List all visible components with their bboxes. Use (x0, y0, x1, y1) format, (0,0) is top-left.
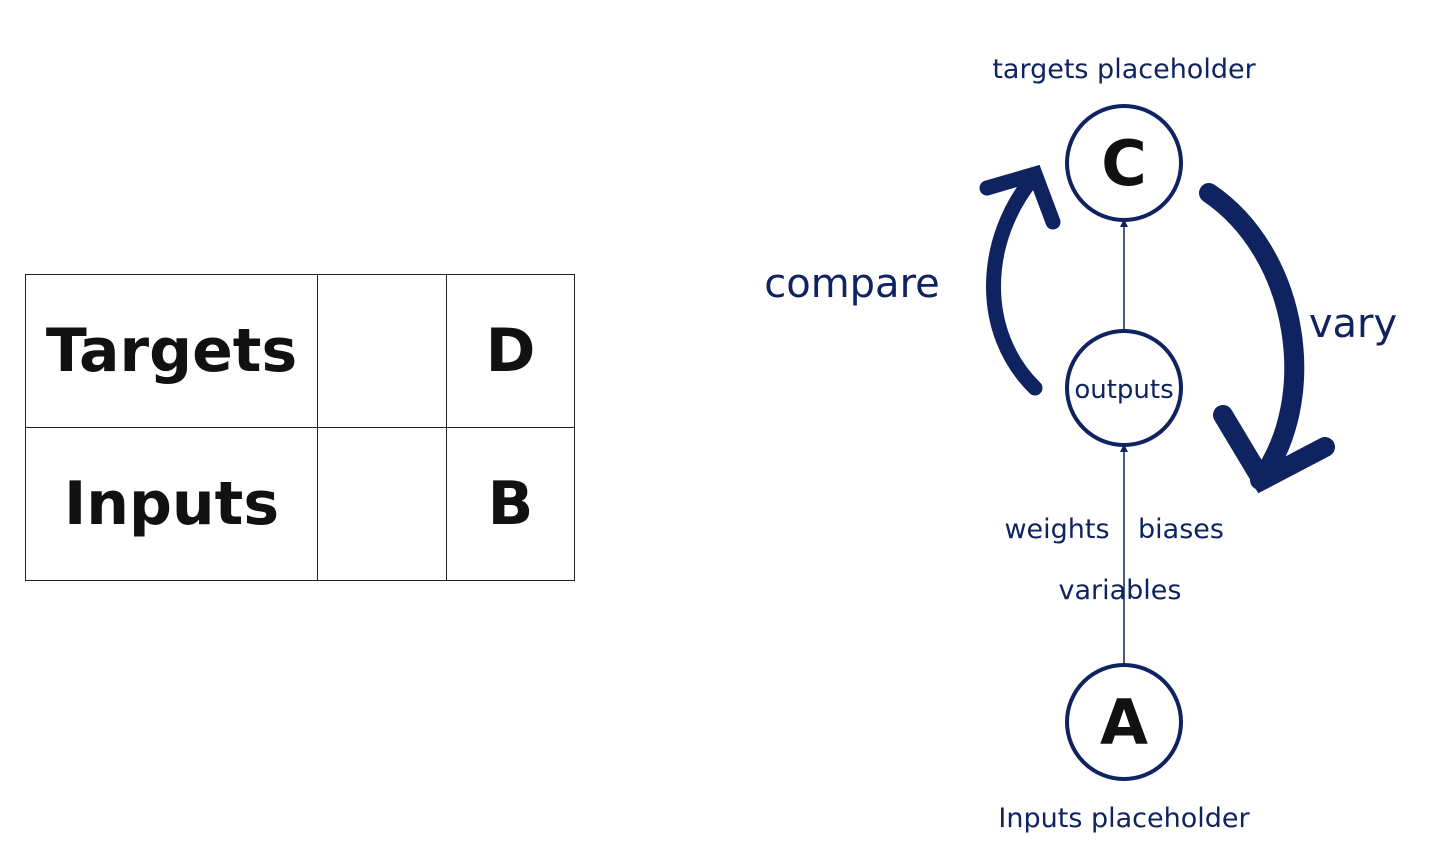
inputs-blank-cell (317, 427, 447, 581)
variables-label: variables (1059, 575, 1182, 606)
targets-node-letter: C (1101, 127, 1147, 200)
outputs-node (1065, 329, 1183, 447)
variables-table: Targets D Inputs B (25, 274, 575, 581)
weights-label: weights (1004, 514, 1109, 545)
targets-node (1065, 104, 1183, 222)
inputs-letter-cell: B (446, 427, 575, 581)
inputs-node (1065, 663, 1183, 781)
compare-label: compare (764, 261, 940, 307)
compare-arrowhead (979, 164, 1061, 230)
targets-blank-cell (317, 274, 447, 428)
inputs-node-letter: A (1100, 686, 1148, 759)
table-row-inputs: Inputs B (25, 427, 575, 581)
biases-label: biases (1138, 514, 1224, 545)
inputs-label-cell: Inputs (25, 427, 318, 581)
inputs-placeholder-caption: Inputs placeholder (998, 803, 1250, 834)
targets-placeholder-caption: targets placeholder (992, 54, 1256, 85)
vary-arrow (1199, 183, 1305, 490)
vary-label: vary (1309, 301, 1397, 347)
vary-arrowhead (1213, 405, 1335, 494)
outputs-node-label: outputs (1074, 375, 1173, 405)
compare-arrow (986, 170, 1043, 396)
targets-label-cell: Targets (25, 274, 318, 428)
